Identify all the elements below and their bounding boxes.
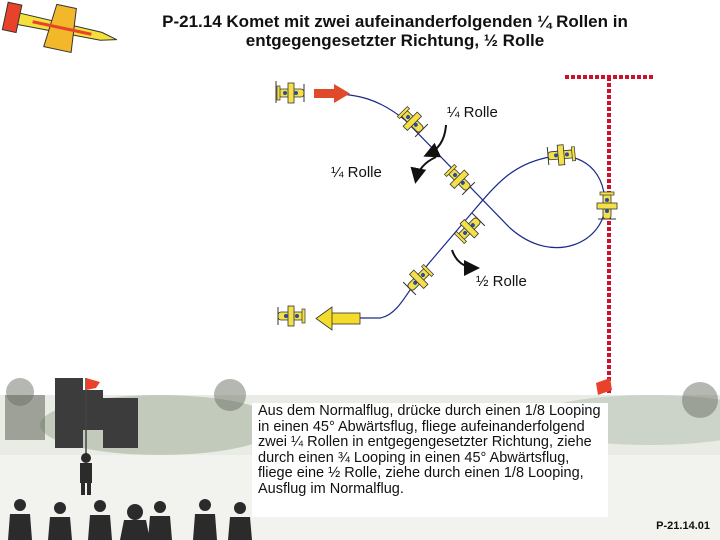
aircraft-right bbox=[596, 191, 618, 220]
title-line-1: P-21.14 Komet mit zwei aufeinanderfolgen… bbox=[162, 12, 628, 31]
entry-arrow-icon bbox=[314, 84, 350, 103]
ruin-building bbox=[55, 378, 138, 448]
exit-arrow-icon bbox=[315, 306, 361, 331]
aircraft-logo-icon bbox=[1, 1, 117, 54]
aircraft-dive-2 bbox=[441, 161, 477, 197]
flag-icon bbox=[596, 378, 612, 395]
aircraft-lower bbox=[401, 261, 437, 297]
aircraft-exit bbox=[277, 305, 306, 327]
roll-arrow-icon bbox=[410, 156, 437, 184]
roll-arrow-icon bbox=[451, 249, 480, 276]
figure-code: P-21.14.01 bbox=[656, 520, 710, 532]
title-line-2: entgegengesetzter Richtung, ½ Rolle bbox=[245, 31, 545, 50]
aircraft-top bbox=[546, 143, 577, 167]
roll-arrow-icon bbox=[423, 124, 447, 158]
label-quarter-roll-lower: ¼ Rolle bbox=[331, 164, 382, 181]
maneuver-title: P-21.14 Komet mit zwei aufeinanderfolgen… bbox=[95, 12, 695, 50]
spectator-icon bbox=[8, 499, 252, 540]
label-quarter-roll-upper: ¼ Rolle bbox=[447, 104, 498, 121]
aircraft-dive-1 bbox=[394, 103, 430, 139]
flag-icon bbox=[85, 378, 100, 455]
maneuver-description: Aus dem Normalflug, drücke durch einen 1… bbox=[252, 403, 608, 517]
pilot-icon bbox=[80, 453, 92, 495]
aircraft-entry bbox=[275, 81, 305, 104]
label-half-roll: ½ Rolle bbox=[476, 273, 527, 290]
judge-line bbox=[565, 75, 653, 395]
flight-path bbox=[317, 92, 606, 319]
